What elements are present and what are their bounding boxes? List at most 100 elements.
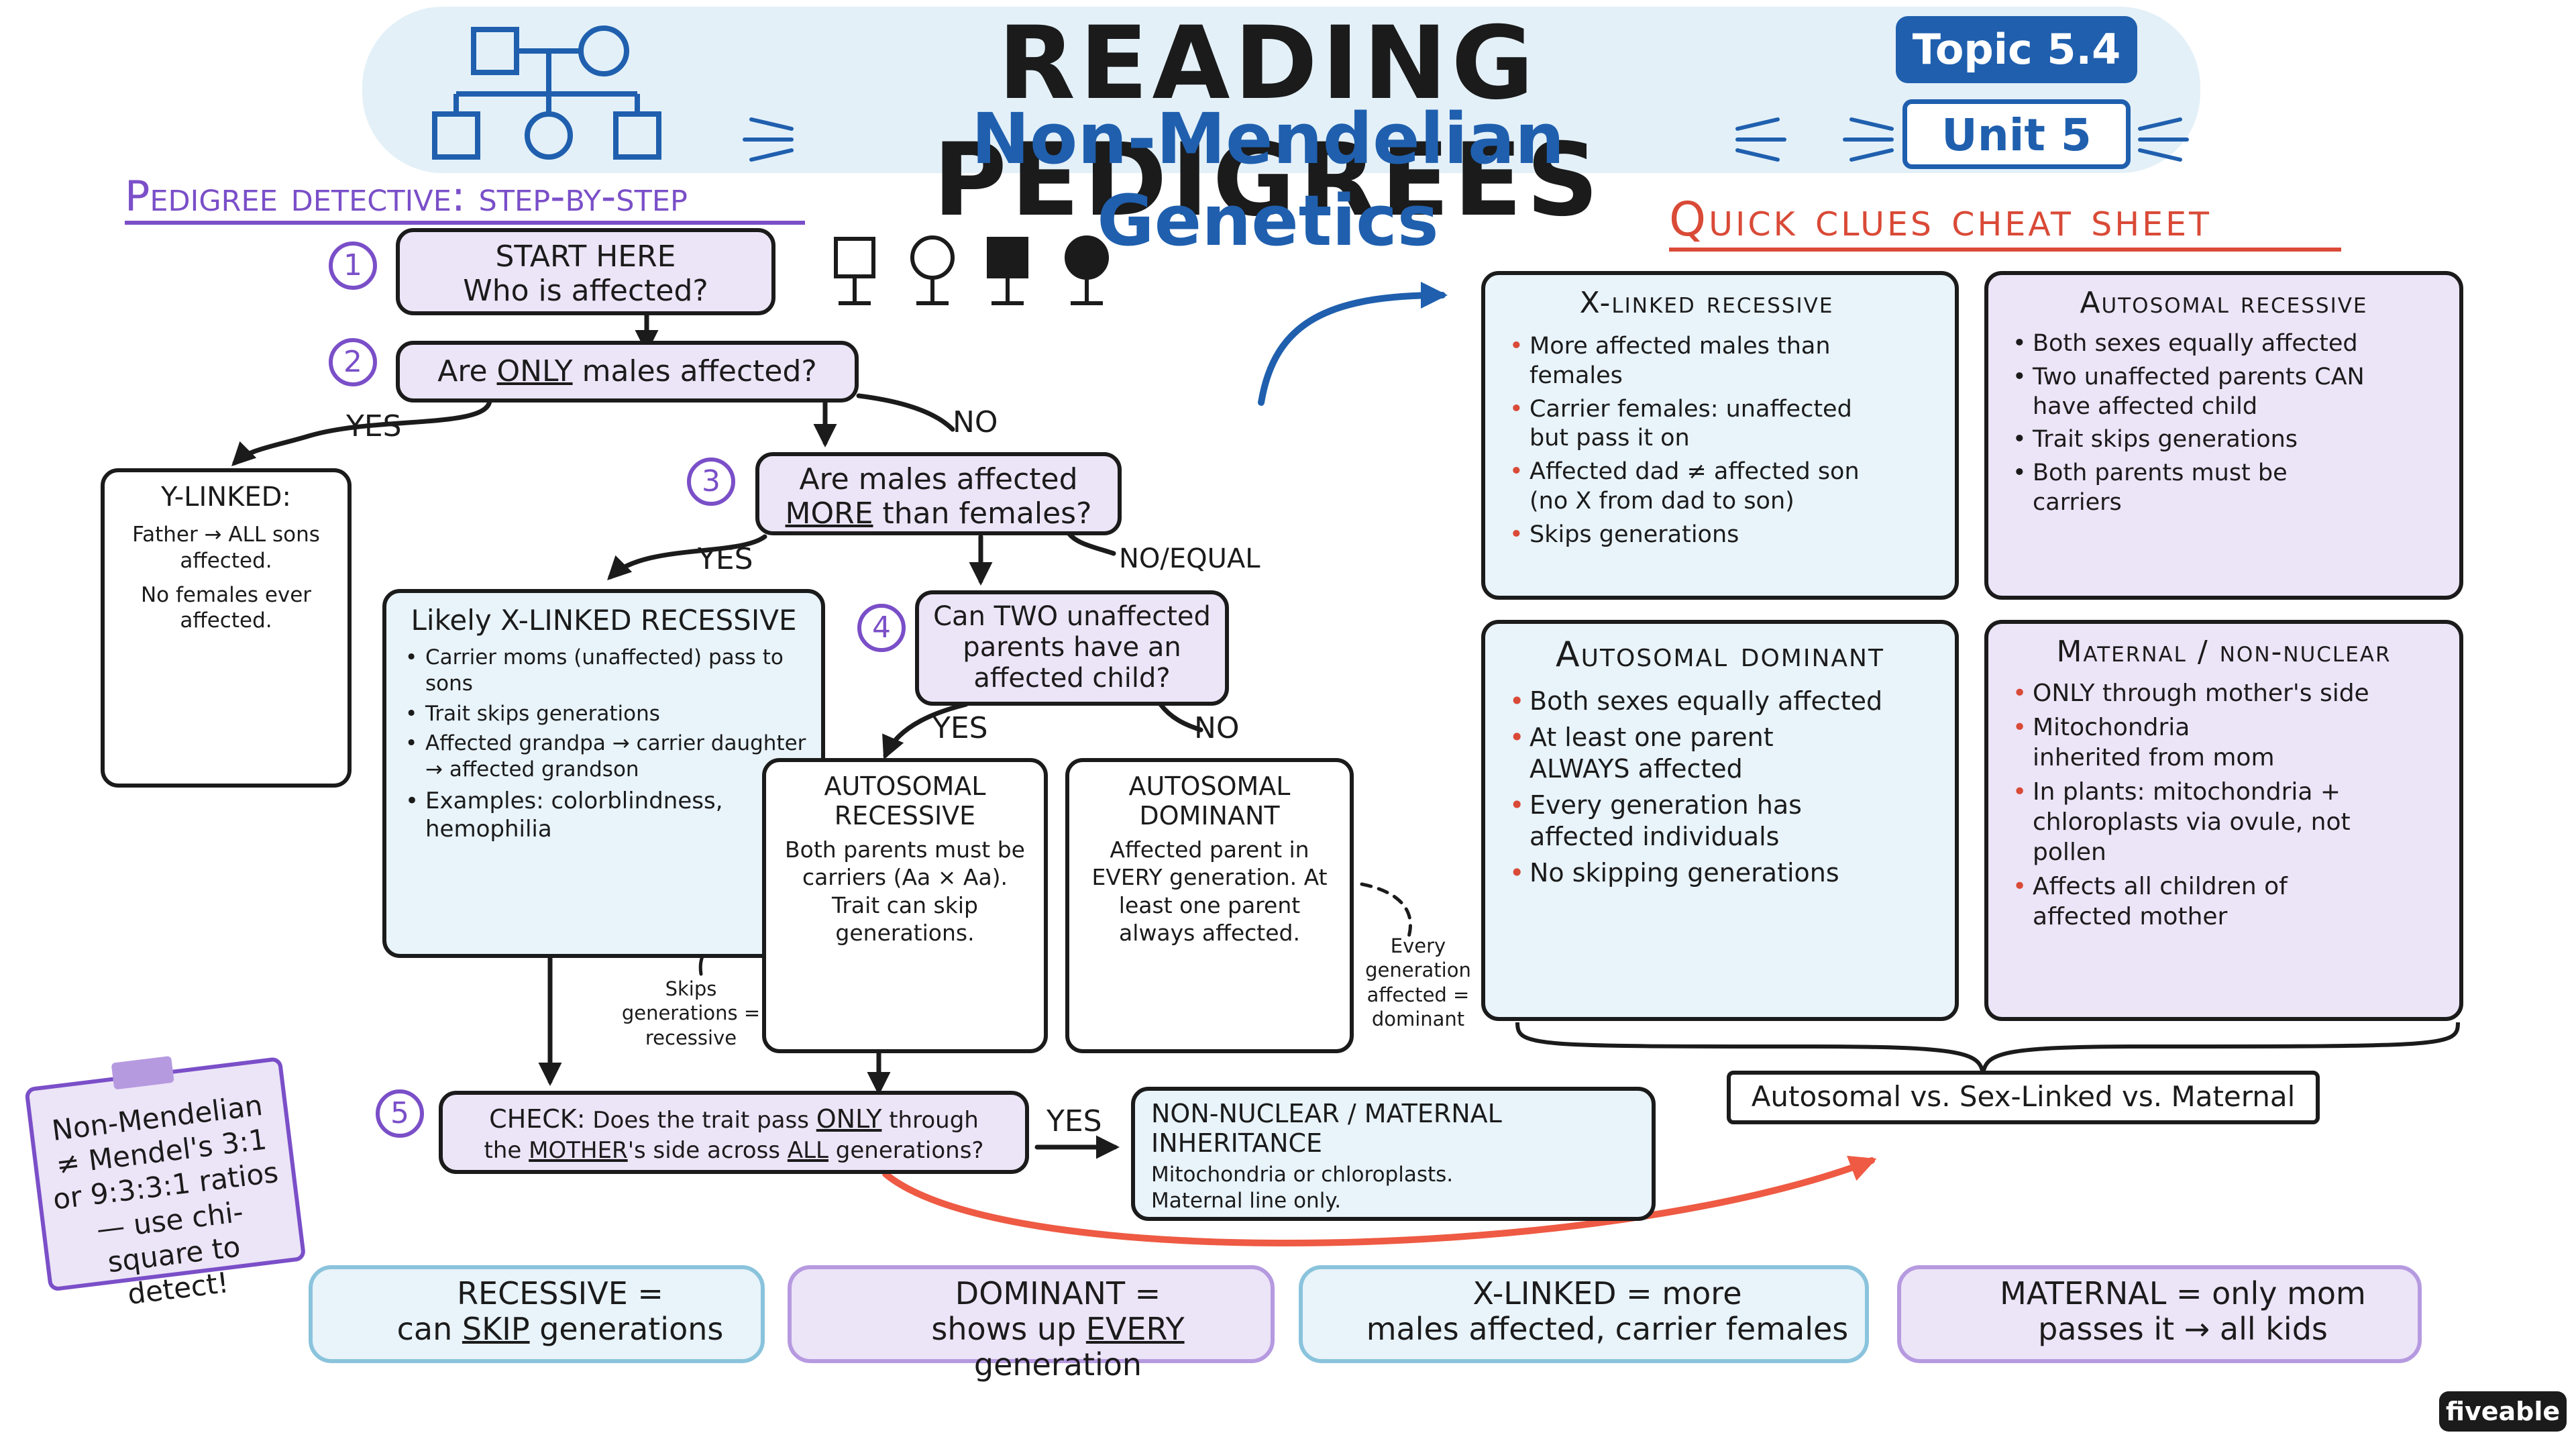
step5-a: CHECK: bbox=[489, 1104, 586, 1134]
step3-line1: Are males affected bbox=[799, 462, 1078, 496]
summary-dominant-d: generation bbox=[973, 1346, 1142, 1383]
summary-maternal-line2: passes it → all kids bbox=[2038, 1310, 2328, 1347]
x-linked-likely-item: Trait skips generations bbox=[405, 701, 806, 727]
right-section-heading: Quick clues cheat sheet bbox=[1669, 192, 2212, 247]
step5-check-box: CHECK: Does the trait pass ONLY through … bbox=[439, 1091, 1029, 1174]
label-yes-only-males: YES bbox=[346, 409, 402, 443]
summary-dominant-c: EVERY bbox=[1085, 1310, 1185, 1347]
summary-xlinked-line2: males affected, carrier females bbox=[1366, 1310, 1849, 1347]
step5-g: 's side across bbox=[627, 1137, 788, 1165]
cheat-xlr-item: More affected males than females bbox=[1509, 332, 1878, 391]
cheat-bracket-label: Autosomal vs. Sex-Linked vs. Maternal bbox=[1727, 1071, 2320, 1124]
page-title: READING PEDIGREES bbox=[932, 5, 1603, 239]
topic-badge: Topic 5.4 bbox=[1896, 16, 2137, 83]
step3-question-box: Are males affected MORE than females? bbox=[755, 452, 1122, 535]
y-linked-line2: No females ever affected. bbox=[140, 582, 312, 633]
sticky-note-text: Non-Mendelian ≠ Mendel's 3:1 or 9:3:3:1 … bbox=[50, 1088, 280, 1311]
label-yes-more-males: YES bbox=[698, 542, 753, 576]
sticky-note bbox=[25, 1056, 305, 1291]
cheat-xlr-list: More affected males than females Carrier… bbox=[1505, 332, 1878, 549]
step1-start-box: START HERE Who is affected? bbox=[396, 228, 775, 315]
pedigree-key-symbols bbox=[834, 235, 1109, 305]
cheat-ar-list: Both sexes equally affected Two unaffect… bbox=[2008, 329, 2395, 518]
step2-emphasis: ONLY bbox=[496, 354, 573, 388]
step5-d: through bbox=[881, 1107, 979, 1134]
skips-note: Skips generations = recessive bbox=[621, 977, 761, 1049]
step5-c: ONLY bbox=[816, 1104, 882, 1134]
cheat-xlr-item: Affected dad ≠ affected son (no X from d… bbox=[1509, 458, 1905, 517]
cheat-ad-list: Both sexes equally affected At least one… bbox=[1505, 686, 1935, 889]
summary-dominant: DOMINANT = shows up EVERY generation bbox=[788, 1265, 1275, 1382]
cheat-xlr-item: Carrier females: unaffected but pass it … bbox=[1509, 395, 1878, 454]
step5-f: MOTHER bbox=[529, 1137, 628, 1165]
ad-box-title: AUTOSOMAL DOMINANT bbox=[1128, 771, 1291, 830]
step5-h: ALL bbox=[787, 1137, 828, 1165]
cheat-ar-item: Trait skips generations bbox=[2012, 425, 2395, 455]
cheat-xlr-item: Skips generations bbox=[1509, 521, 1878, 550]
step1-line1: START HERE bbox=[495, 239, 676, 274]
nonnuclear-title: NON-NUCLEAR / MATERNAL INHERITANCE bbox=[1151, 1099, 1502, 1158]
cheat-maternal-nonnuclear: Maternal / non-nuclear ONLY through moth… bbox=[1984, 620, 2463, 1021]
label-yes-mother: YES bbox=[1046, 1104, 1102, 1138]
fiveable-logo[interactable]: fiveable bbox=[2445, 1397, 2561, 1426]
header-pedigree-icon bbox=[432, 25, 661, 160]
step1-line2: Who is affected? bbox=[463, 273, 708, 308]
cheat-ar-item: Two unaffected parents CAN have affected… bbox=[2012, 363, 2395, 422]
step3-emphasis: MORE bbox=[785, 496, 873, 531]
step2-pre: Are bbox=[437, 354, 497, 388]
summary-recessive-b: can bbox=[396, 1310, 462, 1347]
summary-recessive-d: generations bbox=[529, 1310, 724, 1347]
cheat-mat-item: ONLY through mother's side bbox=[2012, 678, 2408, 708]
cheat-ad-item: No skipping generations bbox=[1509, 857, 1935, 890]
summary-recessive-c: SKIP bbox=[462, 1310, 530, 1347]
step3-post: than females? bbox=[873, 496, 1092, 531]
ad-box-text: Affected parent in EVERY generation. At … bbox=[1091, 837, 1328, 946]
cheat-mat-list: ONLY through mother's side Mitochondria … bbox=[2008, 678, 2408, 932]
summary-maternal-line1: MATERNAL = only mom bbox=[2000, 1275, 2366, 1311]
summary-dominant-line1: DOMINANT = bbox=[955, 1275, 1161, 1311]
summary-maternal: MATERNAL = only mom passes it → all kids bbox=[1897, 1265, 2422, 1363]
nonnuclear-line1: Mitochondria or chloroplasts. bbox=[1151, 1163, 1454, 1187]
label-yes-two-unaffected: YES bbox=[932, 711, 988, 745]
summary-dominant-b: shows up bbox=[931, 1310, 1086, 1347]
cheat-mat-item: In plants: mitochondria + chloroplasts v… bbox=[2012, 777, 2408, 867]
step2-question-box: Are ONLY males affected? bbox=[396, 341, 859, 402]
page-subtitle: Non-Mendelian Genetics bbox=[971, 98, 1565, 262]
x-linked-likely-list: Carrier moms (unaffected) pass to sons T… bbox=[401, 645, 806, 844]
step-number-2: 2 bbox=[329, 338, 377, 386]
x-linked-likely-item: Examples: colorblindness, hemophilia bbox=[405, 787, 806, 844]
nonnuclear-inheritance-box: NON-NUCLEAR / MATERNAL INHERITANCE Mitoc… bbox=[1131, 1087, 1656, 1221]
subtitle-dashes bbox=[743, 117, 2189, 162]
x-linked-likely-item: Affected grandpa → carrier daughter → af… bbox=[405, 731, 806, 783]
step5-i: generations? bbox=[828, 1137, 984, 1165]
y-linked-line1: Father → ALL sons affected. bbox=[132, 523, 320, 573]
left-section-heading: Pedigree detective: step-by-step bbox=[125, 172, 688, 221]
cheat-ar-item: Both parents must be carriers bbox=[2012, 459, 2301, 518]
step-number-5: 5 bbox=[376, 1089, 424, 1138]
nonnuclear-line2: Maternal line only. bbox=[1151, 1188, 1342, 1213]
cheat-autosomal-recessive: Autosomal recessive Both sexes equally a… bbox=[1984, 271, 2463, 600]
ar-box-title: AUTOSOMAL RECESSIVE bbox=[824, 771, 986, 830]
step4-text: Can TWO unaffected parents have an affec… bbox=[933, 601, 1211, 694]
x-linked-likely-box: Likely X-LINKED RECESSIVE Carrier moms (… bbox=[382, 589, 825, 958]
ar-box-text: Both parents must be carriers (Aa × Aa).… bbox=[785, 837, 1025, 946]
cheat-ar-title: Autosomal recessive bbox=[2080, 286, 2368, 320]
autosomal-recessive-box: AUTOSOMAL RECESSIVE Both parents must be… bbox=[762, 758, 1048, 1053]
header-banner bbox=[362, 7, 2200, 173]
every-generation-note: Every generation affected = dominant bbox=[1365, 934, 1471, 1030]
label-no-only-males: NO bbox=[953, 405, 998, 439]
summary-xlinked-line1: X-LINKED = more bbox=[1472, 1275, 1742, 1311]
cheat-x-linked-recessive: X-linked recessive More affected males t… bbox=[1481, 271, 1959, 600]
cheat-ad-title: Autosomal dominant bbox=[1556, 635, 1884, 675]
cheat-ad-item: Every generation has affected individual… bbox=[1509, 790, 1905, 853]
cheat-ad-item: Both sexes equally affected bbox=[1509, 686, 1935, 718]
y-linked-title: Y-LINKED: bbox=[161, 482, 291, 513]
step5-b: Does the trait pass bbox=[585, 1107, 816, 1134]
cheat-bracket bbox=[1515, 1022, 2460, 1074]
logo-badge bbox=[2439, 1391, 2567, 1432]
x-linked-likely-title: Likely X-LINKED RECESSIVE bbox=[411, 604, 797, 637]
cheat-ad-item: At least one parent ALWAYS affected bbox=[1509, 722, 1838, 786]
step-number-1: 1 bbox=[329, 241, 377, 290]
cheat-mat-title: Maternal / non-nuclear bbox=[2056, 635, 2392, 669]
cheat-xlr-title: X-linked recessive bbox=[1579, 286, 1834, 320]
